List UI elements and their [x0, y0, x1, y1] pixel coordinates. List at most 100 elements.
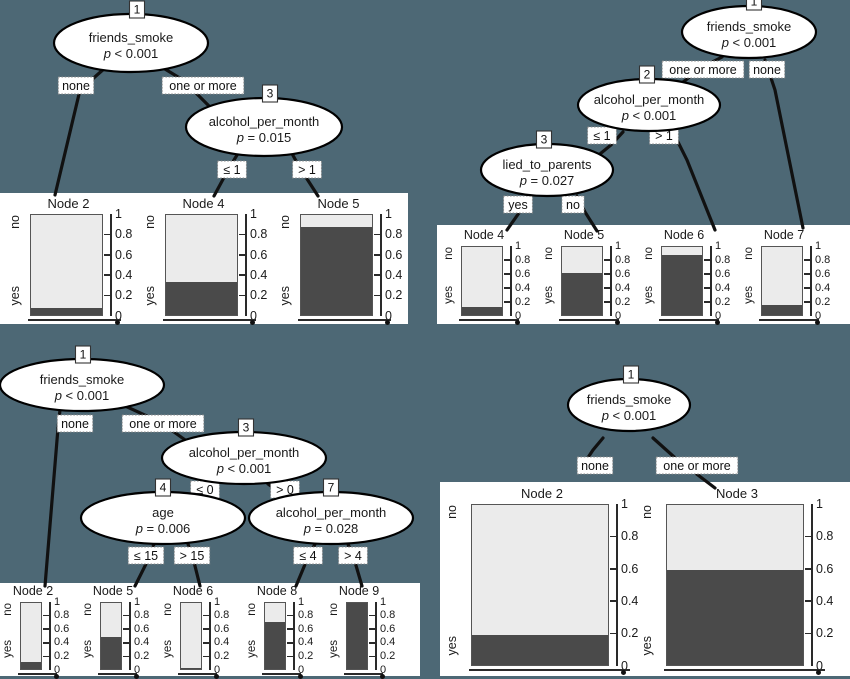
- tick-mark: [504, 287, 511, 289]
- terminal-node-title: Node 4: [182, 196, 225, 211]
- tick-mark: [504, 273, 511, 275]
- y-axis-tick: 1: [704, 239, 721, 253]
- y-axis-tick: 0.6: [43, 622, 69, 636]
- tick-label: 0.6: [385, 247, 403, 262]
- axis-category-no: no: [278, 215, 292, 229]
- tick-label: 1: [816, 496, 823, 511]
- tick-label: 0.8: [715, 253, 731, 266]
- tick-label: 0.8: [298, 609, 314, 622]
- axis-category-no: no: [162, 603, 174, 616]
- y-axis-tick: 0.2: [104, 289, 132, 303]
- tick-label: 1: [250, 206, 257, 221]
- tick-mark: [704, 315, 711, 317]
- tick-label: 1: [515, 239, 522, 252]
- tick-label: 0.2: [134, 649, 150, 662]
- bar-segment-yes: [667, 569, 803, 665]
- node-number: 7: [328, 481, 335, 495]
- axis-category-no: no: [328, 603, 340, 616]
- tick-mark: [604, 287, 611, 289]
- y-axis-tick: 0.6: [610, 562, 638, 576]
- tick-mark: [604, 301, 611, 303]
- tick-mark: [287, 628, 294, 630]
- y-axis-tick: 0: [504, 309, 521, 323]
- node-variable-label: alcohol_per_month: [594, 92, 705, 107]
- axis-origin-dot: [298, 674, 303, 679]
- axis-origin-dot: [54, 674, 59, 679]
- y-axis-tick: 1: [369, 595, 386, 609]
- tick-label: 0.2: [385, 288, 403, 303]
- y-axis-spine: [293, 602, 295, 670]
- terminal-node-title: Node 2: [47, 196, 90, 211]
- tick-label: 1: [115, 206, 122, 221]
- node-number-badge: 2: [638, 65, 656, 84]
- y-axis-tick: 1: [123, 595, 140, 609]
- tick-label: 0: [615, 309, 622, 322]
- y-axis-tick: 0.8: [504, 253, 530, 267]
- node-variable-label: friends_smoke: [89, 30, 174, 45]
- y-axis-spine: [510, 246, 512, 316]
- axis-category-yes: yes: [445, 636, 459, 656]
- axis-category-no: no: [143, 215, 157, 229]
- terminal-node-title: Node 2: [521, 486, 563, 501]
- tick-label: 0.2: [298, 649, 314, 662]
- tick-label: 0.4: [380, 636, 396, 649]
- tick-mark: [239, 213, 246, 215]
- y-axis-tick: 0.8: [43, 609, 69, 623]
- tick-mark: [804, 287, 811, 289]
- tick-mark: [805, 535, 812, 538]
- y-axis-tick: 0: [804, 309, 821, 323]
- tick-mark: [239, 233, 246, 236]
- tick-mark: [239, 294, 246, 297]
- y-axis-spine: [811, 504, 813, 666]
- tick-mark: [203, 628, 210, 630]
- axis-category-yes: yes: [82, 640, 94, 658]
- tick-mark: [123, 614, 130, 617]
- tick-mark: [704, 259, 711, 261]
- tick-label: 1: [715, 239, 722, 252]
- tick-mark: [43, 655, 50, 658]
- tick-label: 0.4: [54, 636, 70, 649]
- tree-edge: [763, 58, 805, 230]
- y-axis-tick: 0.2: [374, 289, 402, 303]
- tick-label: 0.2: [380, 649, 396, 662]
- stacked-bar: [761, 246, 803, 316]
- tick-label: 0: [115, 308, 122, 323]
- tick-mark: [610, 665, 617, 667]
- edge-label-text: one or more: [129, 417, 196, 431]
- y-axis-tick: 0.4: [804, 281, 830, 295]
- terminal-node-title: Node 6: [172, 584, 214, 598]
- y-axis-spine: [810, 246, 812, 316]
- y-axis-tick: 0.2: [504, 295, 530, 309]
- stacked-bar: [300, 214, 373, 316]
- axis-category-yes: yes: [2, 640, 14, 658]
- tick-label: 0.8: [615, 253, 631, 266]
- tick-mark: [203, 655, 210, 658]
- tick-label: 0.4: [816, 593, 834, 608]
